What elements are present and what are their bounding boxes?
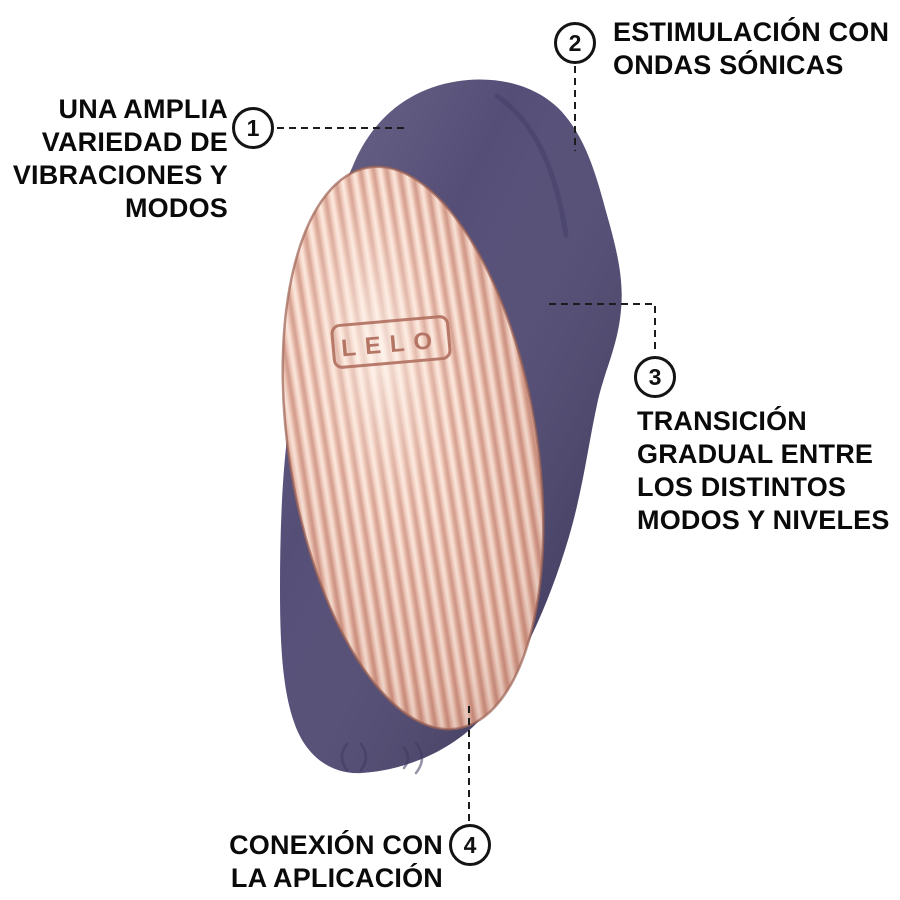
callout-3-number: 3 xyxy=(634,356,676,398)
spout-crease xyxy=(494,93,569,238)
callout-3-label-line: TRANSICIÓN xyxy=(637,406,807,436)
callout-3-label-line: GRADUAL ENTRE xyxy=(637,439,874,469)
callout-1-label-line: VARIEDAD DE xyxy=(41,127,228,157)
callout-1-label-line: VIBRACIONES Y xyxy=(12,160,228,190)
callout-3-label-line: LOS DISTINTOS xyxy=(637,472,847,502)
callout-4-label: CONEXIÓN CON LA APLICACIÓN xyxy=(213,829,443,895)
embossed-control-icons xyxy=(340,741,424,775)
callout-4-label-line: LA APLICACIÓN xyxy=(230,863,443,893)
callout-2-label: ESTIMULACIÓN CON ONDAS SÓNICAS xyxy=(613,16,889,82)
callout-4-number: 4 xyxy=(449,824,491,866)
callout-2-number: 2 xyxy=(554,22,596,64)
callout-1-label-line: UNA AMPLIA xyxy=(58,94,228,124)
callout-1-number: 1 xyxy=(232,107,274,149)
callout-3-label-line: MODOS Y NIVELES xyxy=(637,505,890,535)
device-face xyxy=(281,165,545,731)
callout-1-label: UNA AMPLIA VARIEDAD DE VIBRACIONES Y MOD… xyxy=(0,93,228,225)
callout-2-label-line: ESTIMULACIÓN CON xyxy=(613,17,890,47)
callout-1-label-line: MODOS xyxy=(124,193,228,223)
callout-2-label-line: ONDAS SÓNICAS xyxy=(613,50,844,80)
callout-3-label: TRANSICIÓN GRADUAL ENTRE LOS DISTINTOS M… xyxy=(637,405,890,537)
callout-4-label-line: CONEXIÓN CON xyxy=(229,830,443,860)
